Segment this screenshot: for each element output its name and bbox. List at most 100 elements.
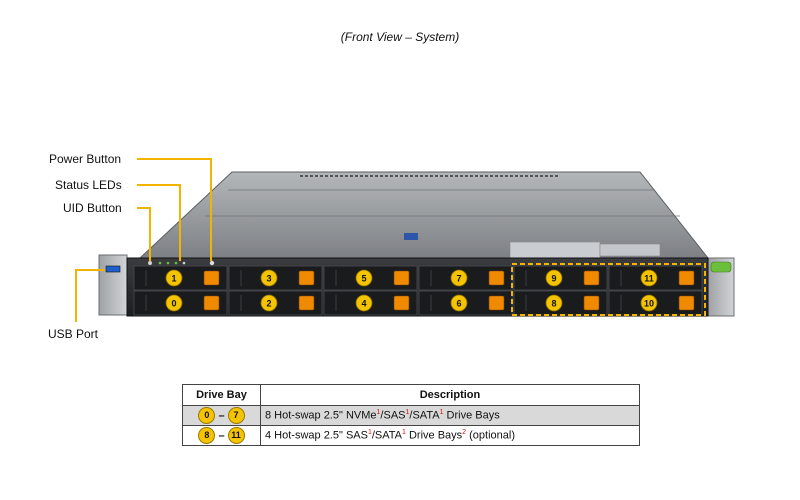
bay-number-badge <box>260 269 278 287</box>
bay-number: 11 <box>644 274 654 284</box>
desc-text: (optional) <box>466 429 515 442</box>
drive-release-latch[interactable] <box>678 295 695 311</box>
drive-bay[interactable]: 10 <box>608 290 703 316</box>
table-header-row: Drive Bay Description <box>182 384 640 406</box>
footnote-mark: 1 <box>405 409 410 417</box>
desc-text: Drive Bays <box>443 409 500 422</box>
bay-number: 8 <box>551 299 556 309</box>
bay-number: 2 <box>266 299 271 309</box>
bay-number: 7 <box>456 274 461 284</box>
bay-number: 3 <box>266 274 271 284</box>
drive-release-latch[interactable] <box>203 270 220 286</box>
drive-release-latch[interactable] <box>298 270 315 286</box>
drive-bay[interactable]: 5 <box>323 265 418 291</box>
usb-port-label: USB Port <box>48 327 99 341</box>
desc-text: Drive Bays <box>405 429 463 442</box>
drive-bay-table: Drive Bay Description 0 – 7 8 Hot-swap 2… <box>182 384 640 446</box>
figure-caption: (Front View – System) <box>340 30 460 44</box>
drive-bay[interactable]: 3 <box>228 265 323 291</box>
description-cell: 8 Hot-swap 2.5" NVMe1/SAS1/SATA1 Drive B… <box>260 405 640 426</box>
drive-release-latch[interactable] <box>203 295 220 311</box>
desc-text: 4 Hot-swap 2.5" SAS <box>265 429 368 442</box>
status-led <box>174 261 178 265</box>
desc-text: /SATA <box>409 409 440 422</box>
uid-button-leader <box>137 207 151 261</box>
vendor-logo <box>710 261 732 273</box>
bay-number-badge <box>640 269 658 287</box>
bay-number: 0 <box>171 299 176 309</box>
bay-range-cell: 8 – 11 <box>182 425 261 446</box>
table-row: 0 – 7 8 Hot-swap 2.5" NVMe1/SAS1/SATA1 D… <box>182 405 640 426</box>
status-leds-leader <box>137 184 181 261</box>
status-leds-label: Status LEDs <box>55 178 122 192</box>
bay-number-badge <box>165 294 183 312</box>
bay-number-badge <box>450 269 468 287</box>
footnote-mark: 1 <box>367 429 372 437</box>
drive-release-latch[interactable] <box>488 295 505 311</box>
bay-number-badge <box>260 294 278 312</box>
power-button[interactable] <box>209 260 215 266</box>
drive-bay[interactable]: 1 <box>133 265 228 291</box>
bay-number-badge <box>355 269 373 287</box>
footnote-mark: 1 <box>376 409 381 417</box>
bay-number-badge <box>355 294 373 312</box>
drive-bay[interactable]: 6 <box>418 290 513 316</box>
range-dash: – <box>218 409 225 422</box>
optional-bays-outline <box>511 263 706 316</box>
bay-number-badge <box>450 294 468 312</box>
drive-bay[interactable]: 9 <box>513 265 608 291</box>
drive-release-latch[interactable] <box>488 270 505 286</box>
chassis-top <box>138 171 710 259</box>
drive-release-latch[interactable] <box>393 295 410 311</box>
bay-number: 4 <box>361 299 366 309</box>
status-led <box>166 261 170 265</box>
bay-range-cell: 0 – 7 <box>182 405 261 426</box>
power-button-label: Power Button <box>49 152 122 166</box>
drive-release-latch[interactable] <box>583 295 600 311</box>
drive-bay[interactable]: 0 <box>133 290 228 316</box>
uid-button-label: UID Button <box>63 201 122 215</box>
footnote-mark: 1 <box>439 409 444 417</box>
footnote-mark: 2 <box>462 429 467 437</box>
header-drive-bay: Drive Bay <box>182 384 261 406</box>
range-dash: – <box>218 429 225 442</box>
bay-start-badge: 0 <box>198 407 216 424</box>
usb-port-leader <box>75 269 105 322</box>
table-row: 8 – 11 4 Hot-swap 2.5" SAS1/SATA1 Drive … <box>182 425 640 446</box>
uid-button[interactable] <box>148 261 152 265</box>
drive-release-latch[interactable] <box>298 295 315 311</box>
bay-number: 9 <box>551 274 556 284</box>
drive-release-latch[interactable] <box>583 270 600 286</box>
bay-number: 5 <box>361 274 366 284</box>
drive-release-latch[interactable] <box>678 270 695 286</box>
bay-end-badge: 7 <box>227 407 245 424</box>
desc-text: /SAS <box>380 409 406 422</box>
bay-number: 6 <box>456 299 461 309</box>
left-rack-ear <box>98 254 128 316</box>
desc-text: 8 Hot-swap 2.5" NVMe <box>265 409 377 422</box>
footnote-mark: 1 <box>402 429 406 437</box>
bay-number-badge <box>545 269 563 287</box>
front-control-panel <box>148 260 215 266</box>
drive-bay[interactable]: 4 <box>323 290 418 316</box>
drive-bay[interactable]: 11 <box>608 265 703 291</box>
drive-bay[interactable]: 2 <box>228 290 323 316</box>
bay-start-badge: 8 <box>198 427 216 444</box>
bay-number: 1 <box>171 274 176 284</box>
bay-number-badge <box>165 269 183 287</box>
bay-number-badge <box>545 294 563 312</box>
header-description: Description <box>260 384 640 406</box>
status-led <box>182 261 186 265</box>
desc-text: /SATA <box>371 429 403 442</box>
drive-bay[interactable]: 7 <box>418 265 513 291</box>
description-cell: 4 Hot-swap 2.5" SAS1/SATA1 Drive Bays2 (… <box>260 425 640 446</box>
usb-port[interactable] <box>105 265 121 273</box>
drive-release-latch[interactable] <box>393 270 410 286</box>
server-front-view: 1 3 5 7 9 11 0 2 4 6 8 10 <box>75 158 735 322</box>
power-button-leader <box>137 158 212 261</box>
drive-bay[interactable]: 8 <box>513 290 608 316</box>
status-led <box>158 261 162 265</box>
callout-lines <box>75 158 212 322</box>
bay-end-badge: 11 <box>227 427 245 444</box>
bay-number: 10 <box>644 299 654 309</box>
